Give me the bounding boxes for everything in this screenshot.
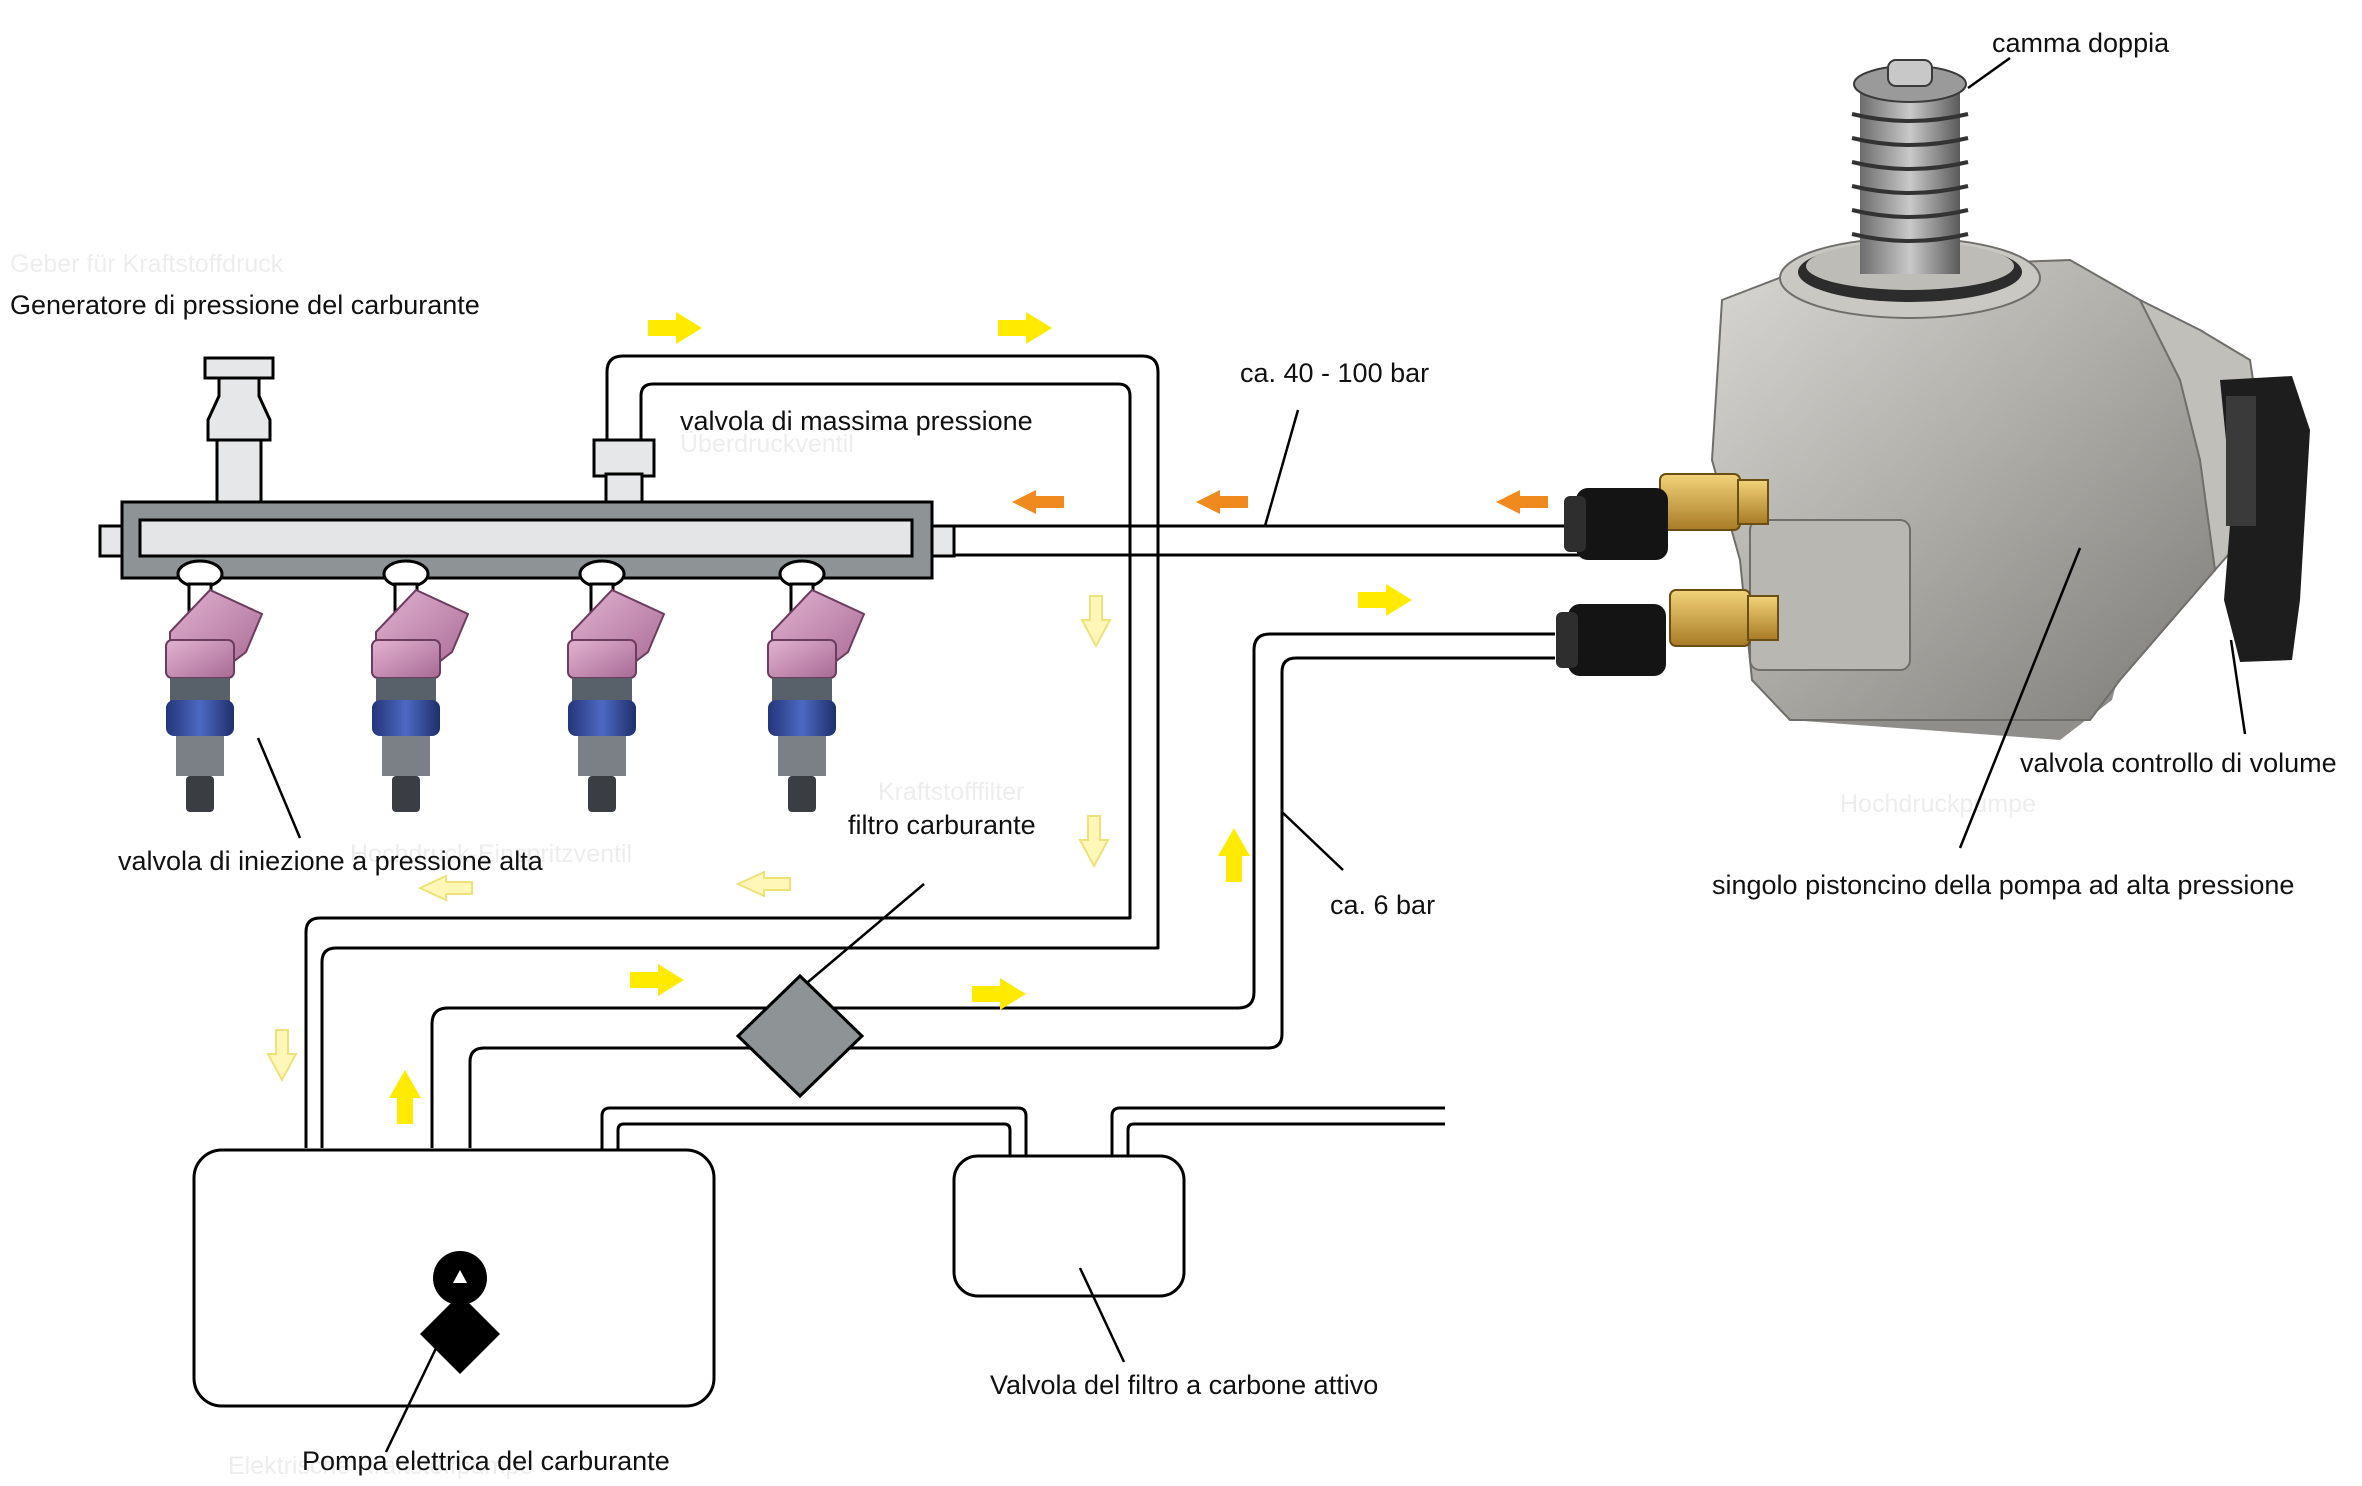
leader-pump-piston	[1958, 547, 2082, 849]
lp-arrow-5	[972, 978, 1026, 1010]
injector-4	[767, 559, 866, 812]
fuel-filter	[735, 973, 865, 1099]
leader-electric-pump	[384, 1339, 442, 1453]
return-arrow-4	[735, 870, 791, 898]
injector-1	[165, 559, 264, 812]
leader-filter	[807, 883, 925, 983]
lp-arrow-3	[1358, 584, 1412, 616]
ghost-labels: Geber für Kraftstoffdruck Überdruckventi…	[10, 250, 2036, 1480]
lp-arrow-1	[648, 312, 702, 344]
return-arrow-1	[1080, 595, 1112, 649]
leader-low-pressure	[1281, 811, 1344, 871]
high-pressure-pump	[1556, 59, 2310, 740]
hp-arrow-3	[1012, 490, 1064, 514]
return-arrow-2	[1078, 815, 1110, 869]
pipes	[304, 354, 1590, 1158]
label-double-cam: camma doppia	[1992, 28, 2170, 58]
leader-high-pressure	[1263, 409, 1300, 527]
leader-double-cam	[1967, 56, 2011, 90]
injector-2	[371, 559, 470, 812]
return-pipe-inner	[304, 382, 1132, 1148]
lp-arrow-2	[998, 312, 1052, 344]
vent-pipe-outer	[600, 1106, 1028, 1158]
carbon-canister	[952, 1154, 1186, 1298]
purge-pipe-inner	[1126, 1122, 1445, 1158]
labels: Generatore di pressione del carburante v…	[10, 28, 2337, 1476]
label-single-piston-pump: singolo pistoncino della pompa ad alta p…	[1712, 870, 2294, 900]
ghost-filter-label: Kraftstofffilter	[878, 778, 1024, 806]
leader-carbon-valve	[1078, 1267, 1126, 1363]
injector-3	[567, 559, 666, 812]
hp-arrow-1	[1496, 490, 1548, 514]
injectors	[165, 559, 866, 812]
label-fuel-filter: filtro carburante	[848, 810, 1036, 840]
label-volume-control-valve: valvola controllo di volume	[2020, 748, 2337, 778]
return-pipe-outer	[320, 354, 1160, 1148]
label-low-pressure: ca. 6 bar	[1330, 890, 1435, 920]
ghost-electric-pump-label: Elektrische Kraftstoffpumpe	[228, 1452, 533, 1480]
return-arrow-3	[266, 1029, 298, 1083]
leader-volume-valve	[2229, 639, 2247, 735]
pressure-relief-valve	[592, 438, 656, 506]
ghost-relief-label: Überdruckventil	[680, 430, 854, 458]
purge-pipe-outer	[1110, 1106, 1445, 1158]
ghost-sender-label: Geber für Kraftstoffdruck	[10, 250, 284, 278]
supply-pipe-outer	[430, 632, 1555, 1148]
hp-arrow-2	[1196, 490, 1248, 514]
supply-pipe-inner	[468, 656, 1555, 1148]
lp-arrow-6	[1218, 828, 1250, 882]
label-carbon-filter-valve: Valvola del filtro a carbone attivo	[990, 1370, 1378, 1400]
return-arrow-5	[417, 874, 473, 902]
ghost-pump-label: Hochdruckpumpe	[1840, 790, 2036, 818]
lp-arrow-4	[630, 964, 684, 996]
label-high-pressure-range: ca. 40 - 100 bar	[1240, 358, 1429, 388]
label-electric-fuel-pump: Pompa elettrica del carburante	[302, 1446, 670, 1476]
ghost-injector-label: Hochdruck-Einspritzventil	[350, 840, 632, 868]
electric-fuel-pump	[420, 1251, 500, 1374]
fuel-pressure-sender	[203, 356, 275, 506]
leader-injector	[256, 737, 302, 839]
fuel-rail	[98, 500, 956, 580]
lp-arrow-7	[389, 1070, 421, 1124]
vent-pipe-inner	[616, 1122, 1012, 1158]
leader-lines	[256, 56, 2247, 1453]
flow-arrows	[266, 312, 1548, 1124]
label-injector: valvola di iniezione a pressione alta	[118, 846, 544, 876]
label-pressure-relief-valve: valvola di massima pressione	[680, 406, 1033, 436]
label-fuel-pressure-sender: Generatore di pressione del carburante	[10, 290, 480, 320]
